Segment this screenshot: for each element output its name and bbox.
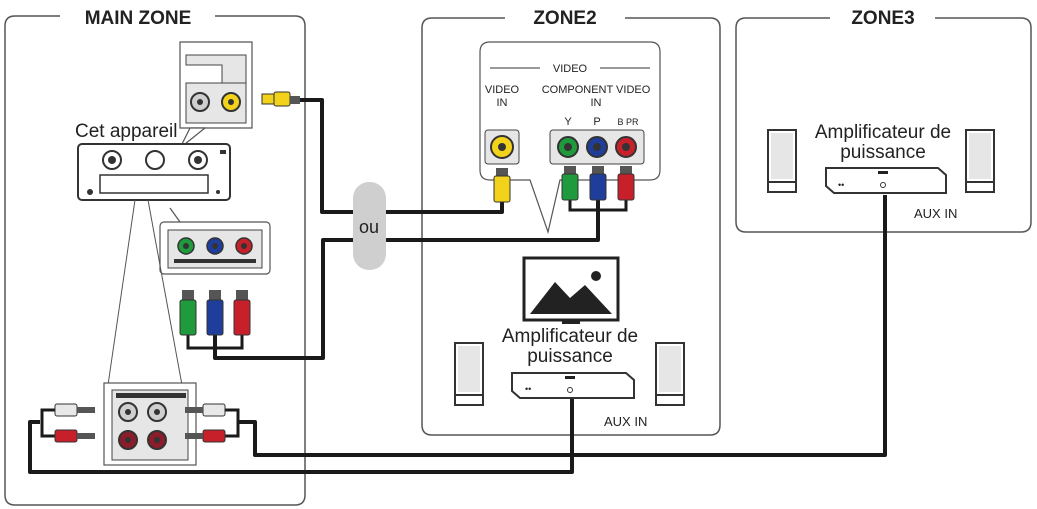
av-receiver-icon [77, 143, 231, 201]
zone2-audio-cable [28, 398, 574, 474]
speaker-zone2-left-icon [454, 342, 484, 406]
or-label: ou [359, 217, 379, 237]
main-zone-frame: MAIN ZONE [4, 8, 306, 506]
component-in-label-line1: COMPONENT VIDEO [542, 84, 651, 96]
video-header-label: VIDEO [553, 63, 588, 75]
amplifier-zone3-icon: •• [825, 167, 947, 194]
audio-plugs-left [54, 403, 95, 443]
component-lead-split [186, 200, 628, 350]
device-label: Cet appareil [75, 121, 177, 142]
amplifier-zone3-label-line1: Amplificateur de [815, 122, 951, 143]
component-pb-label: P [593, 116, 600, 128]
aux-in-zone3-label: AUX IN [914, 206, 957, 221]
speaker-zone2-right-icon [655, 342, 685, 406]
video-out-callout [179, 41, 253, 149]
zone2-title: ZONE2 [533, 8, 596, 29]
tv-input-panel: VIDEO VIDEO IN COMPONENT VIDEO IN Y P B … [479, 41, 661, 235]
speaker-zone3-left-icon [767, 129, 797, 193]
cables [28, 98, 887, 474]
rca-lead-split [40, 408, 240, 438]
preout-callout-lines [107, 199, 183, 386]
component-in-label-line2: IN [591, 97, 602, 109]
zone-preout-panel [103, 382, 197, 466]
video-plug-icon [261, 91, 300, 107]
or-badge: ou [353, 182, 386, 270]
svg-text:••: •• [525, 384, 531, 394]
amplifier-zone2-label-line2: puissance [527, 346, 613, 367]
component-cable [213, 200, 600, 360]
svg-text:••: •• [838, 180, 844, 190]
aux-in-zone2-label: AUX IN [604, 414, 647, 429]
component-out-callout [159, 207, 271, 275]
video-in-label-line2: IN [497, 97, 508, 109]
video-in-label-line1: VIDEO [485, 84, 520, 96]
component-y-label: Y [564, 116, 572, 128]
amplifier-zone3-label-line2: puissance [840, 142, 926, 163]
zone3-title: ZONE3 [851, 8, 914, 29]
audio-plugs-right [185, 403, 226, 443]
component-pr-label: B PR [617, 117, 639, 127]
zone3-audio-cable [238, 195, 887, 457]
video-cable [300, 98, 504, 214]
tv-landscape-icon [522, 256, 620, 324]
component-plugs-main [179, 290, 251, 336]
speaker-zone3-right-icon [965, 129, 995, 193]
amplifier-zone2-icon: •• [511, 372, 635, 399]
amplifier-zone2-label-line1: Amplificateur de [502, 326, 638, 347]
main-zone-title: MAIN ZONE [85, 8, 192, 29]
component-plugs-tv [561, 166, 635, 201]
video-plug-tv-icon [493, 168, 511, 203]
